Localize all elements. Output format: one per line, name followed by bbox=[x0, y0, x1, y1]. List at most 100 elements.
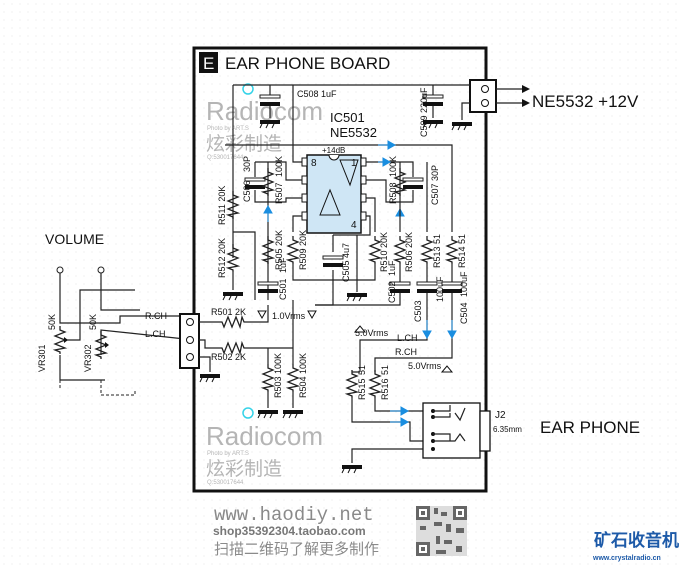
r501-label: R501 2K bbox=[211, 307, 246, 317]
input-connector bbox=[179, 300, 294, 383]
signal-arrow-icon bbox=[422, 320, 457, 340]
footer-scan-text: 扫描二维码了解更多制作 bbox=[214, 541, 379, 558]
input-level: 1.0Vrms bbox=[272, 311, 306, 321]
c507-capacitor bbox=[402, 177, 424, 190]
r512-label: R512 20K bbox=[217, 238, 227, 278]
input-rch-label: R.CH bbox=[145, 311, 167, 321]
r506-label: R506 20K bbox=[404, 232, 414, 272]
output-lch-label: L.CH bbox=[397, 333, 418, 343]
signal-arrow-icon bbox=[378, 140, 397, 167]
footer-shop[interactable]: shop35392304.taobao.com bbox=[213, 524, 366, 538]
ic-pin8: 8 bbox=[311, 158, 317, 169]
r505-label: R505 20K bbox=[274, 230, 284, 270]
c506-label: C506 bbox=[242, 180, 252, 202]
c502-value: 1uF bbox=[387, 260, 397, 276]
c503-value: 100uF bbox=[435, 276, 445, 302]
r507-label: R507 bbox=[274, 182, 284, 204]
marker-circle bbox=[242, 407, 254, 419]
r507-value: 100K bbox=[274, 156, 284, 177]
r513-resistor bbox=[421, 235, 433, 265]
r514-value: 51 bbox=[457, 234, 467, 244]
level-marker-icon bbox=[257, 310, 454, 373]
ic501-chip bbox=[301, 154, 367, 234]
c503-label: C503 bbox=[413, 300, 423, 322]
vr302-label: VR302 bbox=[83, 344, 93, 372]
footer-site[interactable]: www.haodiy.net bbox=[214, 504, 374, 526]
board-badge: E bbox=[203, 54, 214, 73]
signal-arrow-icon bbox=[390, 406, 410, 427]
c502-label: C502 bbox=[387, 281, 397, 303]
r516-resistor bbox=[369, 369, 381, 399]
c504-label: C504 bbox=[459, 302, 469, 324]
svg-text:炫彩制造: 炫彩制造 bbox=[206, 458, 282, 480]
svg-text:Photo by ART.S: Photo by ART.S bbox=[207, 451, 249, 457]
ic-pin4: 4 bbox=[351, 220, 357, 231]
board-title: EAR PHONE BOARD bbox=[225, 54, 390, 73]
watermark-top: Radiocom Photo by ART.S 炫彩制造 Q:530017644 bbox=[206, 96, 323, 161]
r508-label: R508 bbox=[388, 182, 398, 204]
c505-capacitor bbox=[322, 255, 344, 268]
vr302-value: 50K bbox=[88, 314, 98, 330]
board-frame bbox=[192, 46, 488, 493]
vr301-label: VR301 bbox=[37, 344, 47, 372]
r510-label: R510 20K bbox=[379, 232, 389, 272]
vr301-value: 50K bbox=[47, 314, 57, 330]
r501-resistor bbox=[217, 316, 247, 328]
c503-capacitor bbox=[416, 281, 438, 294]
svg-text:炫彩制造: 炫彩制造 bbox=[206, 133, 282, 155]
watermark-bottom: Radiocom Photo by ART.S 炫彩制造 Q:530017644 bbox=[206, 421, 323, 486]
ic-gain: +14dB bbox=[322, 146, 345, 155]
footer-logo-url[interactable]: www.crystalradio.cn bbox=[592, 555, 661, 562]
board-badge-box bbox=[199, 52, 218, 73]
c508-label: C508 1uF bbox=[297, 89, 337, 99]
r514-label: R514 bbox=[457, 246, 467, 268]
r516-label: R516 bbox=[380, 378, 390, 400]
r515-value: 51 bbox=[357, 365, 367, 375]
svg-text:Photo by ART.S: Photo by ART.S bbox=[207, 126, 249, 132]
output-rch-label: R.CH bbox=[395, 347, 417, 357]
svg-text:Radiocom: Radiocom bbox=[206, 421, 323, 451]
r508-value: 100K bbox=[388, 156, 398, 177]
svg-text:Q:530017644: Q:530017644 bbox=[207, 155, 244, 161]
signal-arrow-icon bbox=[263, 204, 273, 222]
volume-title: VOLUME bbox=[45, 231, 104, 247]
input-lch-label: L.CH bbox=[145, 329, 166, 339]
earphone-jack bbox=[422, 402, 491, 459]
r502-label: R502 2K bbox=[211, 352, 246, 362]
jack-ref: J2 bbox=[495, 410, 506, 421]
qr-code-icon bbox=[416, 506, 467, 556]
c504-value: 100uF bbox=[459, 271, 469, 297]
r514-resistor bbox=[446, 235, 458, 265]
output-level-right: 5.0Vrms bbox=[408, 361, 442, 371]
volume-pots bbox=[54, 266, 186, 396]
c507-label: C507 30P bbox=[430, 165, 440, 205]
jack-size: 6.35mm bbox=[493, 425, 522, 434]
r509-label: R509 20K bbox=[298, 230, 308, 270]
r515-label: R515 bbox=[357, 378, 367, 400]
r504-resistor bbox=[287, 363, 299, 393]
ic-part: NE5532 bbox=[330, 125, 377, 140]
c505-label: C505 4u7 bbox=[341, 243, 351, 282]
power-connector bbox=[451, 79, 530, 131]
r509-resistor bbox=[287, 235, 299, 265]
r511-label: R511 20K bbox=[217, 186, 227, 225]
r513-label: R513 bbox=[432, 246, 442, 268]
r503-label: R503 100K bbox=[273, 353, 283, 398]
earphone-title: EAR PHONE bbox=[540, 418, 640, 437]
power-label: NE5532 +12V bbox=[532, 92, 639, 111]
footer-logo: 矿石收音机 bbox=[594, 530, 679, 550]
ic-pin1: 1 bbox=[351, 158, 357, 169]
c506-value: 30P bbox=[242, 156, 252, 172]
c501-label: C501 bbox=[278, 278, 288, 300]
c509-label: C509 220uF bbox=[419, 87, 429, 137]
ic-ref: IC501 bbox=[330, 110, 365, 125]
marker-circle bbox=[242, 83, 254, 95]
c501-value: 1uF bbox=[278, 257, 288, 273]
r515-resistor bbox=[346, 369, 358, 399]
svg-text:Q:530017644: Q:530017644 bbox=[207, 480, 244, 486]
r504-label: R504 100K bbox=[298, 353, 308, 398]
r513-value: 51 bbox=[432, 234, 442, 244]
r516-value: 51 bbox=[380, 365, 390, 375]
r503-resistor bbox=[262, 363, 274, 393]
